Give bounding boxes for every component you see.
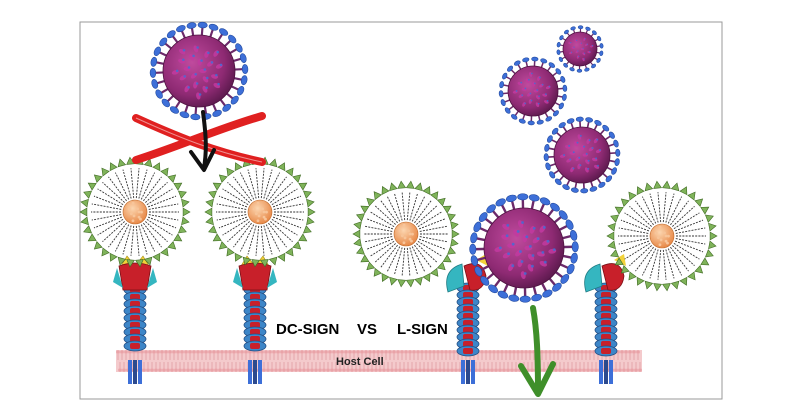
glyco-liposome-icon [606, 180, 718, 292]
blocked-cross-icon [132, 112, 266, 166]
virus-group [149, 21, 621, 303]
label-l-sign: L-SIGN [397, 321, 448, 338]
label-vs: VS [357, 321, 377, 338]
blocked-arrow-icon [189, 110, 216, 172]
coronavirus-icon [498, 56, 568, 126]
lectin-receptor-icon [113, 255, 157, 384]
label-dc-sign: DC-SIGN [276, 321, 339, 338]
coronavirus-icon [149, 21, 249, 121]
green-down-arrow-icon [518, 305, 556, 397]
coronavirus-icon [543, 116, 621, 194]
glyco-liposome-icon [352, 180, 460, 288]
label-host-cell: Host Cell [336, 356, 384, 368]
coronavirus-icon [556, 25, 604, 73]
host-cell-membrane [116, 350, 642, 372]
glyco-liposome-icon [204, 156, 316, 268]
liposome-group [79, 156, 718, 292]
glyco-liposome-icon [79, 156, 191, 268]
lectin-receptor-icon [584, 254, 626, 384]
lectin-receptor-icon [446, 254, 488, 384]
coronavirus-icon [469, 193, 579, 303]
